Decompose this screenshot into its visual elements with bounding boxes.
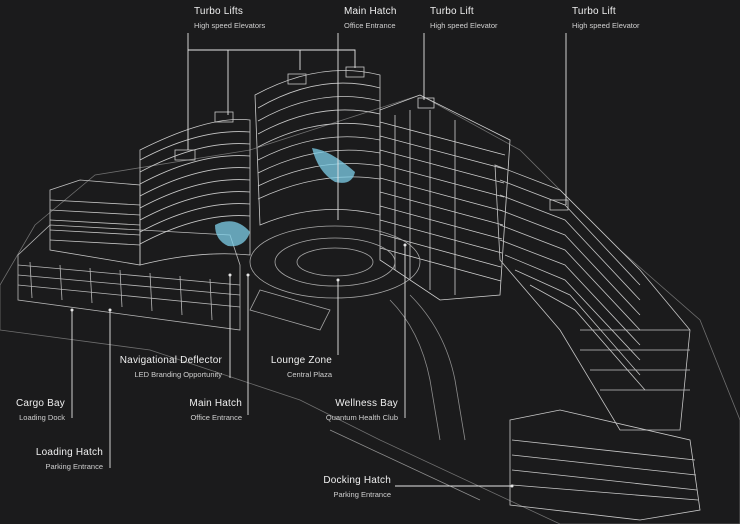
turbo-lift-1-title: Turbo Lift bbox=[430, 6, 474, 17]
turbo-lifts-subtitle: High speed Elevators bbox=[194, 20, 266, 30]
label-loading-hatch: Loading Hatch Parking Entrance bbox=[36, 447, 103, 471]
left-podium bbox=[17, 224, 241, 331]
docking-hatch-title: Docking Hatch bbox=[323, 475, 391, 486]
label-lounge-zone: Lounge Zone Central Plaza bbox=[271, 355, 332, 379]
leader-lines bbox=[71, 33, 567, 487]
label-main-hatch-top: Main Hatch Office Entrance bbox=[344, 6, 397, 30]
leader-dots bbox=[70, 243, 514, 488]
docking-hatch-subtitle: Parking Entrance bbox=[333, 489, 391, 499]
glass-accent-left bbox=[215, 221, 250, 247]
plaza bbox=[249, 225, 421, 331]
bottom-block bbox=[509, 409, 701, 521]
label-turbo-lift-1: Turbo Lift High speed Elevator bbox=[430, 6, 498, 30]
label-main-hatch-bottom: Main Hatch Office Entrance bbox=[189, 398, 242, 422]
main-hatch-bottom-title: Main Hatch bbox=[189, 398, 242, 409]
lounge-zone-title: Lounge Zone bbox=[270, 355, 332, 366]
tower-a bbox=[139, 111, 251, 266]
turbo-lift-1-subtitle: High speed Elevator bbox=[430, 20, 498, 30]
left-block bbox=[49, 179, 141, 266]
tower-c bbox=[379, 94, 511, 301]
main-hatch-bottom-subtitle: Office Entrance bbox=[190, 412, 242, 422]
loading-hatch-title: Loading Hatch bbox=[35, 447, 103, 458]
label-wellness-bay: Wellness Bay Quantum Health Club bbox=[326, 398, 398, 422]
turbo-lift-2-subtitle: High speed Elevator bbox=[572, 20, 640, 30]
nav-deflector-title: Navigational Deflector bbox=[119, 355, 222, 366]
wellness-bay-title: Wellness Bay bbox=[335, 398, 398, 409]
tower-b bbox=[254, 66, 381, 226]
right-wing bbox=[494, 164, 691, 431]
label-turbo-lifts: Turbo Lifts High speed Elevators bbox=[194, 6, 265, 30]
turbo-lift-2-title: Turbo Lift bbox=[572, 6, 616, 17]
loading-hatch-subtitle: Parking Entrance bbox=[45, 461, 103, 471]
cargo-bay-title: Cargo Bay bbox=[15, 398, 65, 409]
turbo-lifts-title: Turbo Lifts bbox=[194, 6, 244, 17]
main-hatch-top-subtitle: Office Entrance bbox=[344, 20, 396, 30]
main-hatch-top-title: Main Hatch bbox=[344, 6, 397, 17]
lounge-zone-subtitle: Central Plaza bbox=[286, 369, 332, 379]
label-cargo-bay: Cargo Bay Loading Dock bbox=[16, 398, 65, 422]
nav-deflector-subtitle: LED Branding Opportunity bbox=[134, 369, 222, 379]
glass-accent-top bbox=[312, 148, 355, 183]
label-docking-hatch: Docking Hatch Parking Entrance bbox=[323, 475, 391, 499]
cargo-bay-subtitle: Loading Dock bbox=[19, 412, 65, 422]
label-turbo-lift-2: Turbo Lift High speed Elevator bbox=[572, 6, 640, 30]
label-nav-deflector: Navigational Deflector LED Branding Oppo… bbox=[120, 355, 222, 379]
wellness-bay-subtitle: Quantum Health Club bbox=[325, 412, 398, 422]
